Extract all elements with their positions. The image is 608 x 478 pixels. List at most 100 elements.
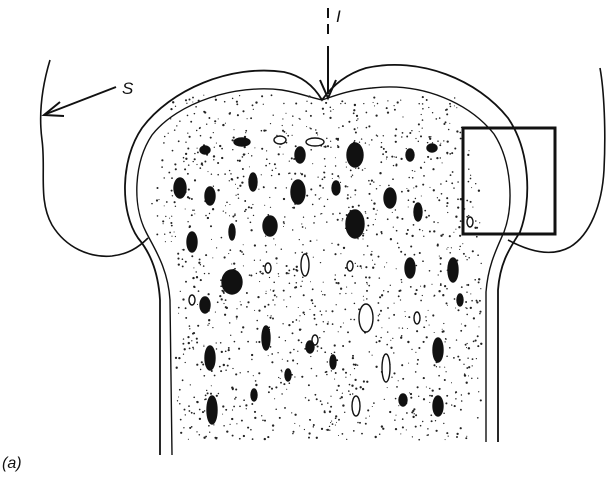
stipple-dot: [464, 325, 466, 327]
stipple-dot: [349, 341, 351, 343]
stipple-dot: [210, 225, 212, 227]
stipple-dot: [366, 298, 368, 300]
stipple-dot: [373, 102, 374, 103]
stipple-dot: [241, 251, 243, 253]
stipple-dot: [211, 173, 212, 174]
stipple-dot: [232, 179, 233, 180]
stipple-dot: [208, 425, 210, 427]
stipple-dot: [457, 309, 459, 311]
stipple-dot: [239, 185, 241, 187]
stipple-dot: [208, 293, 210, 295]
stipple-dot: [478, 190, 480, 192]
stipple-dot: [225, 350, 227, 352]
stipple-dot: [372, 406, 373, 407]
stipple-dot: [445, 439, 446, 440]
stipple-dot: [229, 180, 230, 181]
stipple-dot: [397, 101, 399, 103]
stipple-dot: [445, 371, 446, 372]
stipple-dot: [244, 200, 246, 202]
stipple-dot: [351, 385, 353, 387]
stipple-dot: [366, 381, 368, 383]
stipple-dot: [192, 101, 193, 102]
stipple-dot: [292, 135, 293, 136]
stipple-dot: [265, 235, 266, 236]
stipple-dot: [466, 259, 467, 260]
stipple-dot: [308, 96, 310, 98]
stipple-dot: [429, 230, 431, 232]
stipple-dot: [313, 257, 314, 258]
stipple-dot: [354, 128, 356, 130]
stipple-dot: [348, 390, 350, 392]
stipple-dot: [363, 233, 364, 234]
stipple-dot: [371, 251, 372, 252]
stipple-dot: [281, 371, 282, 372]
stipple-dot: [238, 197, 239, 198]
stipple-dot: [261, 415, 262, 416]
stipple-dot: [295, 286, 297, 288]
stipple-dot: [337, 282, 339, 284]
stipple-dot: [335, 282, 337, 284]
stipple-dot: [355, 388, 357, 390]
stipple-dot: [193, 413, 195, 415]
stipple-dot: [321, 291, 322, 292]
stipple-dot: [185, 158, 187, 160]
stipple-dot: [229, 249, 231, 251]
stipple-dot: [215, 312, 216, 313]
stipple-dot: [268, 355, 269, 356]
stipple-dot: [183, 157, 185, 159]
stipple-dot: [354, 303, 356, 305]
stipple-dot: [440, 263, 442, 265]
stipple-dot: [312, 204, 314, 206]
stipple-dot: [275, 168, 276, 169]
stipple-dot: [300, 173, 301, 174]
stipple-dot: [439, 117, 441, 119]
stipple-dot: [449, 252, 451, 254]
stipple-dot: [205, 398, 207, 400]
stipple-dot: [376, 341, 378, 343]
stipple-dot: [460, 220, 462, 222]
stipple-dot: [226, 202, 228, 204]
stipple-dot: [390, 238, 392, 240]
stipple-dot: [342, 368, 344, 370]
stipple-dot: [456, 107, 457, 108]
stipple-dot: [310, 356, 311, 357]
stipple-dot: [269, 386, 271, 388]
stipple-dot: [294, 414, 296, 416]
stipple-dot: [215, 123, 216, 124]
stipple-dot: [325, 102, 327, 104]
stipple-dot: [324, 410, 326, 412]
stipple-dot: [306, 101, 307, 102]
stipple-dot: [169, 218, 170, 219]
stipple-dot: [261, 273, 262, 274]
stipple-dot: [272, 424, 274, 426]
stipple-dot: [329, 411, 331, 413]
stipple-dot: [440, 257, 442, 259]
stipple-dot: [337, 175, 339, 177]
stipple-dot: [254, 147, 255, 148]
stipple-dot: [273, 115, 274, 116]
stipple-dot: [385, 151, 387, 153]
stipple-dot: [395, 398, 397, 400]
stipple-dot: [194, 213, 195, 214]
stipple-dot: [200, 369, 201, 370]
stipple-dot: [423, 236, 424, 237]
stipple-dot: [283, 198, 285, 200]
stipple-dot: [282, 359, 283, 360]
stipple-dot: [240, 372, 241, 373]
stipple-dot: [288, 269, 290, 271]
stipple-dot: [479, 311, 481, 313]
stipple-dot: [199, 434, 201, 436]
stipple-dot: [379, 172, 381, 174]
stipple-dot: [446, 113, 448, 115]
stipple-dot: [467, 357, 468, 358]
stipple-dot: [184, 348, 186, 350]
stipple-dot: [228, 349, 230, 351]
vascular-channel: [414, 203, 422, 221]
stipple-dot: [452, 171, 454, 173]
stipple-dot: [443, 412, 445, 414]
stipple-dot: [437, 245, 439, 247]
stipple-dot: [353, 430, 355, 432]
stipple-dot: [308, 437, 310, 439]
stipple-dot: [273, 238, 274, 239]
stipple-dot: [387, 112, 389, 114]
